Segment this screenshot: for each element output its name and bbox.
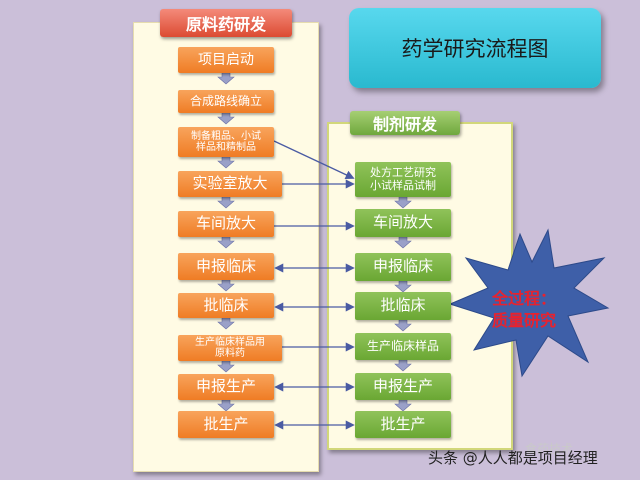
step-clinical-sample-production: 生产临床样品 xyxy=(355,333,451,360)
step-workshop-scaleup: 车间放大 xyxy=(178,211,274,237)
step-production-approval-formulation: 批生产 xyxy=(355,411,451,438)
step-crude-sample-prep: 制备粗品、小试 样品和精制品 xyxy=(178,127,274,157)
down-arrow xyxy=(394,280,412,293)
down-arrow xyxy=(394,399,412,412)
down-arrow xyxy=(217,72,235,85)
step-clinical-application-formulation: 申报临床 xyxy=(355,253,451,281)
down-arrow xyxy=(394,359,412,372)
down-arrow xyxy=(217,317,235,330)
step-clinical-approval: 批临床 xyxy=(178,293,274,318)
quality-research-burst xyxy=(448,228,610,378)
formulation-header: 制剂研发 xyxy=(350,111,460,135)
step-production-approval: 批生产 xyxy=(178,411,274,438)
down-arrow xyxy=(217,399,235,412)
step-production-application: 申报生产 xyxy=(178,374,274,400)
step-production-application-formulation: 申报生产 xyxy=(355,373,451,400)
down-arrow xyxy=(217,156,235,169)
step-synthesis-route: 合成路线确立 xyxy=(178,90,274,113)
down-arrow xyxy=(394,236,412,249)
down-arrow xyxy=(217,112,235,125)
step-formulation-research: 处方工艺研究 小试样品试制 xyxy=(355,162,451,197)
step-clinical-api-production: 生产临床样品用 原料药 xyxy=(178,335,282,361)
step-clinical-approval-formulation: 批临床 xyxy=(355,292,451,320)
down-arrow xyxy=(394,319,412,332)
diagram-title: 药学研究流程图 xyxy=(349,8,601,88)
burst-label: 全过程： 质量研究 xyxy=(491,289,556,330)
step-clinical-application: 申报临床 xyxy=(178,253,274,280)
source-watermark: 头条 @人人都是项目经理 xyxy=(428,449,598,467)
left-flow-arrows xyxy=(217,72,235,412)
connector-prep-to-formulation xyxy=(273,140,355,180)
down-arrow xyxy=(217,236,235,249)
faint-watermark: 食药技术 xyxy=(525,442,574,456)
right-flow-arrows xyxy=(394,196,412,412)
step-workshop-scaleup-formulation: 车间放大 xyxy=(355,209,451,237)
step-project-start: 项目启动 xyxy=(178,47,274,73)
step-lab-scaleup: 实验室放大 xyxy=(178,171,282,197)
down-arrow xyxy=(217,196,235,209)
down-arrow xyxy=(217,279,235,292)
down-arrow xyxy=(394,196,412,209)
down-arrow xyxy=(217,360,235,373)
raw-material-header: 原料药研发 xyxy=(160,9,292,37)
